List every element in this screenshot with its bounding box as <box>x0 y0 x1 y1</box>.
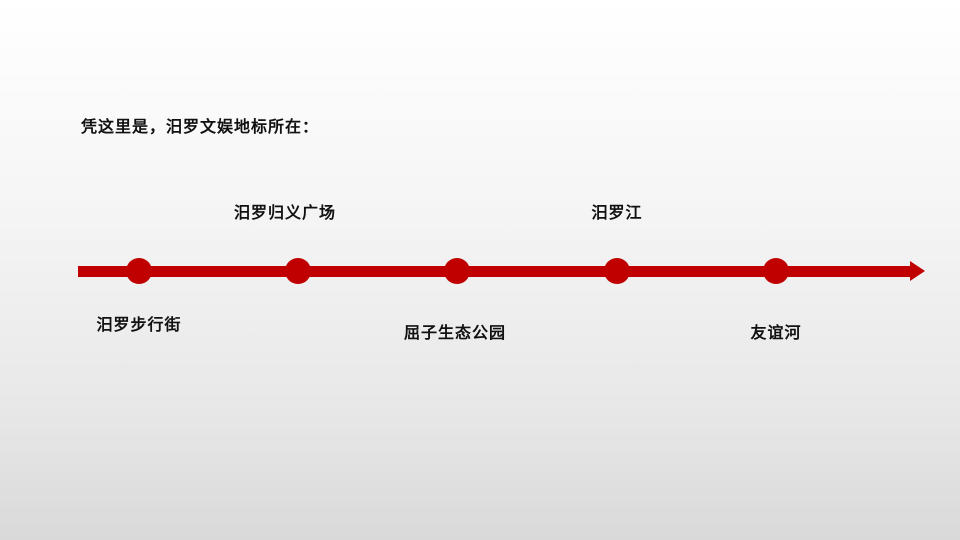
timeline-label-miluo-river: 汨罗江 <box>591 203 643 222</box>
arrow-right-icon <box>910 261 925 281</box>
timeline-axis <box>78 266 912 277</box>
timeline-node <box>604 258 630 284</box>
timeline-label-pedestrian-street: 汨罗步行街 <box>96 315 182 334</box>
timeline-node <box>763 258 789 284</box>
timeline-label-youyi-river: 友谊河 <box>750 323 802 342</box>
timeline-node <box>126 258 152 284</box>
timeline-node <box>444 258 470 284</box>
timeline-label-guiyi-square: 汨罗归义广场 <box>233 203 337 222</box>
timeline-node <box>285 258 311 284</box>
timeline-label-quzi-park: 屈子生态公园 <box>403 323 507 342</box>
slide-title: 凭这里是，汨罗文娱地标所在： <box>81 117 320 136</box>
